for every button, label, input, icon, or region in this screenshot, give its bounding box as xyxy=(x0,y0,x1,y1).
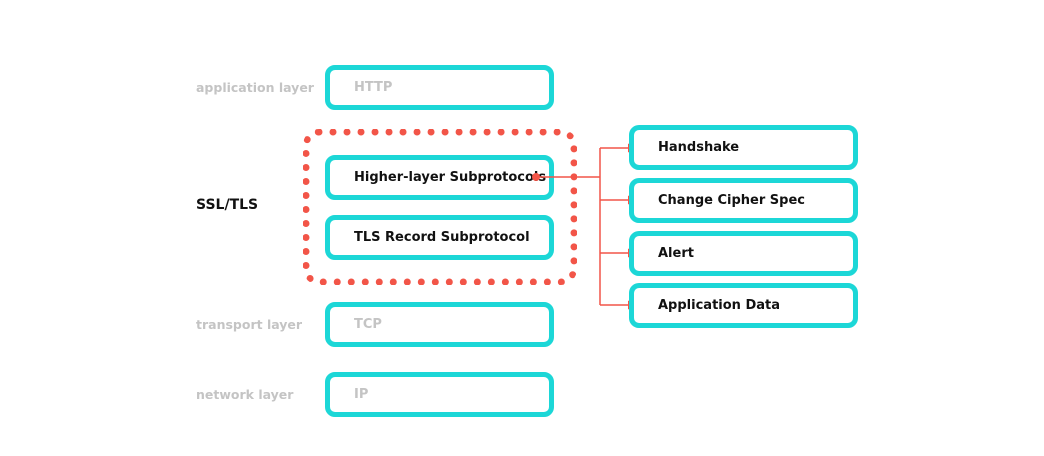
tls-record-subprotocol-box: TLS Record Subprotocol xyxy=(325,215,554,260)
application-layer-label: application layer xyxy=(196,80,314,95)
network-layer-label: network layer xyxy=(196,387,294,402)
alert-box: Alert xyxy=(629,231,858,276)
application-data-box: Application Data xyxy=(629,283,858,328)
tcp-box: TCP xyxy=(325,302,554,347)
higher-layer-subprotocols-label: Higher-layer Subprotocols xyxy=(354,170,547,185)
application-data-label: Application Data xyxy=(658,298,780,313)
alert-label: Alert xyxy=(658,246,694,261)
handshake-box: Handshake xyxy=(629,125,858,170)
ip-box: IP xyxy=(325,372,554,417)
handshake-label: Handshake xyxy=(658,140,740,155)
change-cipher-spec-label: Change Cipher Spec xyxy=(658,193,805,208)
tls-record-subprotocol-label: TLS Record Subprotocol xyxy=(354,230,530,245)
transport-layer-label: transport layer xyxy=(196,317,303,332)
ssl-tls-label: SSL/TLS xyxy=(196,197,259,213)
ip-box-label: IP xyxy=(354,387,369,402)
ssl-tls-group-outline xyxy=(303,129,577,285)
tcp-box-label: TCP xyxy=(354,317,382,332)
http-box: HTTP xyxy=(325,65,554,110)
http-box-label: HTTP xyxy=(354,80,393,95)
change-cipher-spec-box: Change Cipher Spec xyxy=(629,178,858,223)
